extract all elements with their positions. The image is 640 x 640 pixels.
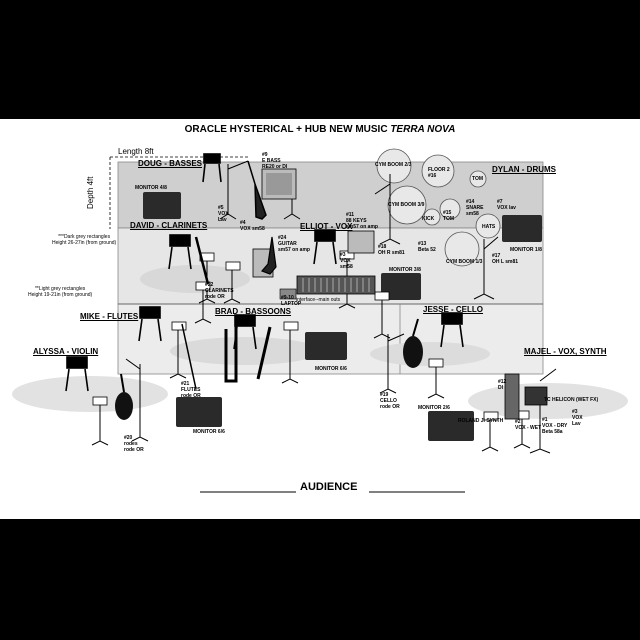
monitor-elliot-shape [381, 273, 421, 300]
label-tom-15: #15 TOM [443, 210, 455, 222]
cello-body [403, 336, 423, 368]
chair-mike [138, 306, 162, 342]
violin-body [115, 392, 133, 420]
audience-label: AUDIENCE [300, 481, 358, 493]
floor-tom [421, 154, 455, 188]
performer-dylan: DYLAN - DRUMS [492, 165, 556, 174]
performer-elliot: ELLIOT - VOX [300, 222, 353, 231]
monitor-brad-shape [305, 332, 347, 360]
chair-david [168, 234, 192, 270]
roland-synth-shape [504, 373, 520, 420]
stage-drawing [12, 148, 628, 493]
monitor-flutes-shape [176, 397, 222, 427]
label-flutes: #21 FLUTES rode OR [181, 381, 201, 399]
label-vox-wet: #2 VOX - WET [515, 419, 542, 431]
chair-elliot [313, 229, 337, 265]
depth-label: Depth 4ft [86, 176, 95, 209]
title-italic: TERRA NOVA [390, 124, 456, 135]
label-vox-lav-majel: #3 VOX Lav [572, 409, 583, 427]
label-e-bass: #9 E BASS RE20 or DI [262, 152, 288, 170]
label-snare: #14 SNARE sm58 [466, 199, 484, 217]
label-floor-tom: FLOOR 2 #16 [428, 167, 450, 179]
label-tom: TOM [472, 176, 484, 182]
label-vox-sm58: #4 VOX sm58 [240, 220, 265, 232]
clarinet [194, 236, 210, 285]
label-kick: KICK [422, 216, 435, 222]
label-monitor-brad: MONITOR 6/6 [315, 366, 347, 372]
label-clarinets: #22 CLARINETS rode OR [205, 282, 234, 300]
performer-majel: MAJEL - VOX, SYNTH [524, 347, 607, 356]
label-interface: interface--main outs [296, 297, 341, 303]
label-rodes: #20 rodes rode OR [124, 435, 144, 453]
label-monitor-jesse: MONITOR 2/6 [418, 405, 450, 411]
dark-riser-note: ***Dark grey rectangles Height 26-27in (… [52, 234, 117, 246]
laptop-shape [279, 288, 297, 300]
label-cello: #19 CELLO rode OR [380, 392, 400, 410]
chair-doug [202, 153, 222, 183]
keys-amp [347, 230, 375, 254]
snare-circle [439, 198, 461, 220]
electric-guitar [260, 236, 277, 275]
label-laptop: #9-10 LAPTOP [281, 295, 302, 307]
drum-kit [376, 148, 501, 267]
performer-david: DAVID - CLARINETS [130, 221, 208, 230]
chair-alyssa [65, 356, 89, 392]
cymbal-1 [444, 231, 480, 267]
label-monitor-elliot: MONITOR 3/8 [389, 267, 421, 273]
page-title: ORACLE HYSTERICAL + HUB NEW MUSIC TERRA … [0, 124, 640, 135]
performer-brad: BRAD - BASSOONS [215, 307, 292, 316]
label-cym-boom-13: CYM BOOM 1/3 [446, 259, 483, 265]
keyboard [296, 275, 376, 295]
label-monitor-dylan: MONITOR 1/8 [510, 247, 542, 253]
music-stand-desks [92, 250, 530, 421]
tc-helicon-shape [524, 386, 548, 406]
mic-stands [91, 160, 557, 454]
light-riser-note: **Light grey rectangles Height 19-21in (… [28, 286, 93, 298]
label-vox-dry: #1 VOX - DRY Beta 58a [542, 417, 568, 435]
performer-jesse: JESSE - CELLO [423, 305, 484, 314]
title-main: ORACLE HYSTERICAL + HUB NEW MUSIC [184, 124, 388, 135]
label-hats: HATS [482, 224, 496, 230]
chairs [65, 153, 464, 392]
performer-mike: MIKE - FLUTES [80, 312, 139, 321]
chair-jesse [440, 312, 464, 348]
performer-doug: DOUG - BASSES [138, 159, 203, 168]
label-monitor-flutes: MONITOR 6/6 [193, 429, 225, 435]
label-vox-elliot: #3 VOX sm58 [340, 252, 353, 270]
tom-circle [469, 170, 487, 188]
length-label: Length 8ft [118, 147, 154, 156]
label-roland: ROLAND JI SYNTH [458, 418, 504, 424]
hats-circle [475, 213, 501, 239]
label-vox-lav-dylan: #7 VOX lav [497, 199, 516, 211]
cymbal-3 [387, 185, 427, 225]
stage-plot: ORACLE HYSTERICAL + HUB NEW MUSIC TERRA … [0, 119, 640, 519]
cymbal-2 [376, 148, 412, 184]
label-oh-sm81: #17 OH L sm81 [492, 253, 519, 265]
label-oh-r: #18 OH R sm81 [378, 244, 405, 256]
instruments [115, 160, 423, 420]
bassoon [224, 324, 238, 383]
monitor-jesse-shape [428, 411, 474, 441]
amps-and-keys [252, 168, 548, 420]
label-beta52: #13 Beta 52 [418, 241, 436, 253]
monitor-doug-shape [143, 192, 181, 219]
tom-15-circle [423, 208, 441, 226]
label-monitor-doug: MONITOR 4/8 [135, 185, 167, 191]
label-cym-boom-39: CYM BOOM 3/9 [388, 202, 425, 208]
label-vox-doug: #5 VOX Lav [218, 205, 229, 223]
monitor-dylan-shape [502, 215, 542, 242]
floor-spot-left [12, 376, 168, 412]
label-di: #12 DI [498, 379, 507, 391]
label-cym-boom-23: CYM BOOM 2/3 [375, 162, 412, 168]
label-guitar: #24 GUITAR sm57 on amp [278, 235, 310, 253]
performer-alyssa: ALYSSA - VIOLIN [33, 347, 99, 356]
label-tc-helicon: TC HELICON (WET FX) [544, 397, 599, 403]
monitors [143, 192, 542, 441]
electric-bass [247, 160, 267, 220]
bassoon-2 [256, 326, 272, 380]
label-keys: #11 88 KEYS sm57 on amp [346, 212, 378, 230]
